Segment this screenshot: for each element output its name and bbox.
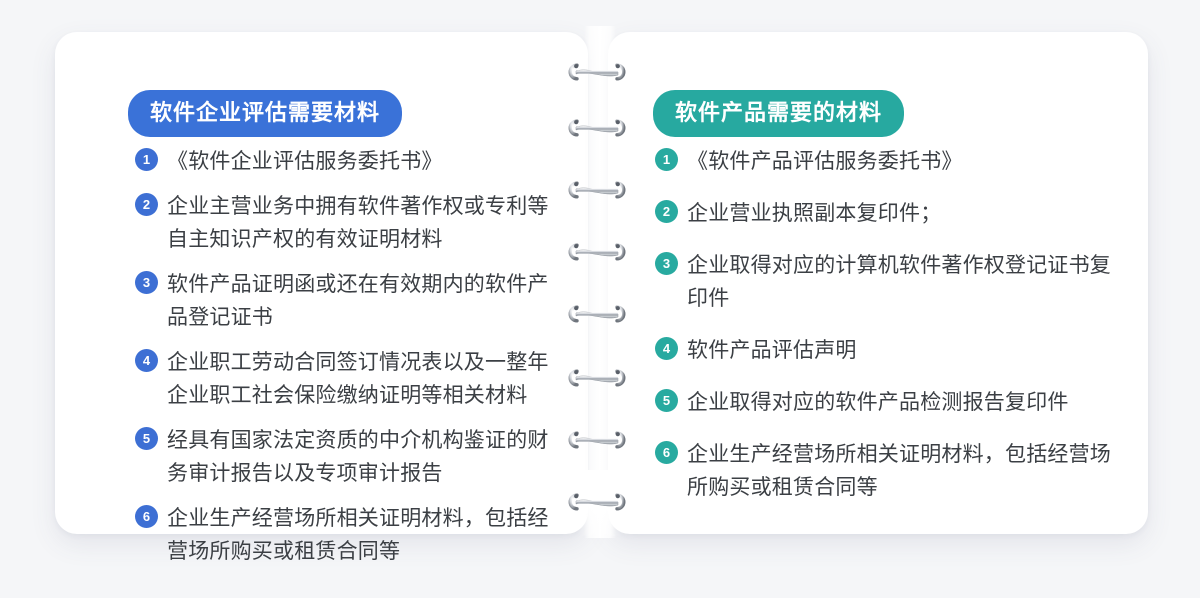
left-requirements-list: 1 《软件企业评估服务委托书》 2 企业主营业务中拥有软件著作权或专利等自主知识产权的…	[55, 145, 588, 580]
list-item: 5 企业取得对应的软件产品检测报告复印件	[608, 386, 1148, 419]
right-page-card: 软件产品需要的材料 1 《软件产品评估服务委托书》 2 企业营业执照副本复印件； 3 企业…	[608, 32, 1148, 534]
list-item-number-badge: 3	[655, 252, 678, 275]
list-item-text: 企业生产经营场所相关证明材料，包括经营场所购买或租赁合同等	[687, 443, 1111, 499]
list-item: 1 《软件企业评估服务委托书》	[55, 145, 588, 178]
list-item: 6 企业生产经营场所相关证明材料，包括经营场所购买或租赁合同等	[55, 502, 588, 568]
list-item-number-badge: 6	[135, 505, 158, 528]
list-item-text: 《软件产品评估服务委托书》	[687, 150, 963, 173]
list-item-number-badge: 1	[135, 148, 158, 171]
list-item-number-badge: 4	[135, 349, 158, 372]
list-item: 5 经具有国家法定资质的中介机构鉴证的财务审计报告以及专项审计报告	[55, 424, 588, 490]
list-item-number-badge: 3	[135, 271, 158, 294]
list-item-text: 企业职工劳动合同签订情况表以及一整年企业职工社会保险缴纳证明等相关材料	[167, 351, 549, 407]
right-panel-content: 软件产品需要的材料 1 《软件产品评估服务委托书》 2 企业营业执照副本复印件； 3 企业…	[608, 32, 1148, 534]
list-item-number-badge: 5	[655, 389, 678, 412]
list-item: 1 《软件产品评估服务委托书》	[608, 145, 1148, 178]
list-item-number-badge: 1	[655, 148, 678, 171]
left-panel-content: 软件企业评估需要材料 1 《软件企业评估服务委托书》 2 企业主营业务中拥有软件著作权…	[55, 32, 588, 563]
list-item-number-badge: 6	[655, 441, 678, 464]
list-item-text: 软件产品评估声明	[687, 339, 857, 362]
right-requirements-list: 1 《软件产品评估服务委托书》 2 企业营业执照副本复印件； 3 企业取得对应的计算机软件…	[608, 145, 1148, 523]
list-item-text: 企业取得对应的软件产品检测报告复印件	[687, 391, 1069, 414]
list-item-text: 企业营业执照副本复印件；	[687, 202, 942, 225]
list-item: 2 企业主营业务中拥有软件著作权或专利等自主知识产权的有效证明材料	[55, 190, 588, 256]
left-panel-title: 软件企业评估需要材料	[128, 90, 403, 137]
list-item-text: 《软件企业评估服务委托书》	[167, 150, 443, 173]
list-item-number-badge: 2	[655, 200, 678, 223]
list-item-number-badge: 5	[135, 427, 158, 450]
list-item-text: 企业取得对应的计算机软件著作权登记证书复印件	[687, 254, 1111, 310]
list-item-text: 经具有国家法定资质的中介机构鉴证的财务审计报告以及专项审计报告	[167, 429, 549, 485]
list-item-text: 企业生产经营场所相关证明材料，包括经营场所购买或租赁合同等	[167, 507, 549, 563]
list-item: 6 企业生产经营场所相关证明材料，包括经营场所购买或租赁合同等	[608, 438, 1148, 504]
list-item-text: 企业主营业务中拥有软件著作权或专利等自主知识产权的有效证明材料	[167, 195, 549, 251]
list-item-text: 软件产品证明函或还在有效期内的软件产品登记证书	[167, 273, 549, 329]
list-item: 3 企业取得对应的计算机软件著作权登记证书复印件	[608, 249, 1148, 315]
list-item: 4 企业职工劳动合同签订情况表以及一整年企业职工社会保险缴纳证明等相关材料	[55, 346, 588, 412]
right-panel-title: 软件产品需要的材料	[653, 90, 905, 137]
list-item: 2 企业营业执照副本复印件；	[608, 197, 1148, 230]
left-page-card: 软件企业评估需要材料 1 《软件企业评估服务委托书》 2 企业主营业务中拥有软件著作权…	[55, 32, 588, 563]
list-item: 3 软件产品证明函或还在有效期内的软件产品登记证书	[55, 268, 588, 334]
list-item-number-badge: 2	[135, 193, 158, 216]
list-item: 4 软件产品评估声明	[608, 334, 1148, 367]
list-item-number-badge: 4	[655, 337, 678, 360]
